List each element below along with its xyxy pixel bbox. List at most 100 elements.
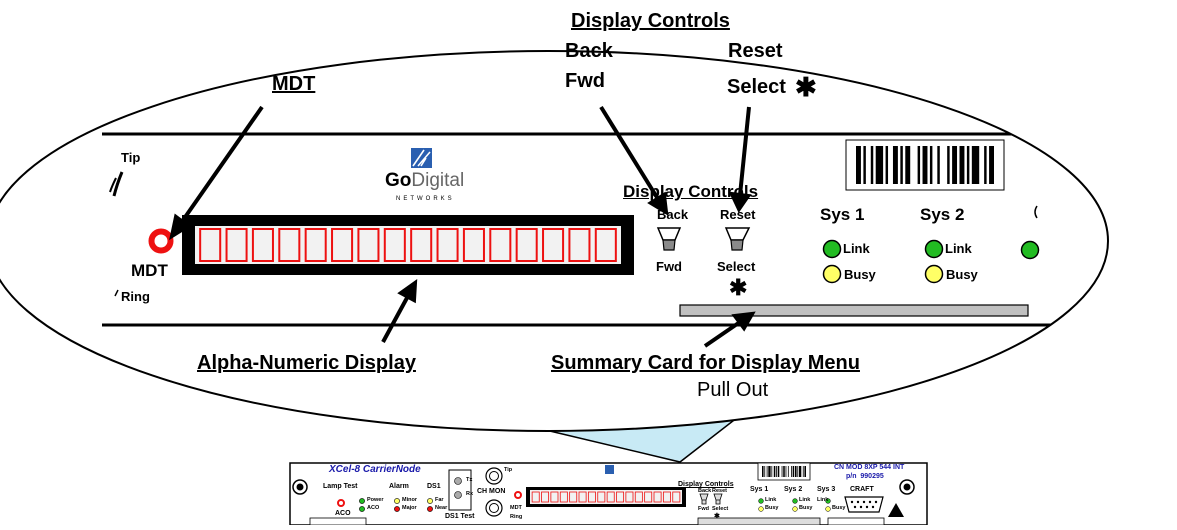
godigital-logo — [411, 148, 432, 168]
select-asterisk-icon: ✱ — [795, 72, 817, 102]
barcode-bar — [922, 146, 928, 184]
small-barcode-bar — [783, 466, 785, 477]
alarm-label: Alarm — [389, 483, 409, 490]
small-barcode-bar — [787, 466, 789, 477]
small-barcode-bar — [773, 466, 776, 477]
device-sys1-label: Sys 1 — [750, 486, 769, 493]
ds1-label: DS1 — [427, 483, 441, 490]
summary-card-arrow — [703, 320, 742, 348]
display-segment — [331, 228, 354, 262]
device-sys1-link-label: Link — [765, 497, 777, 503]
rx-label: Rx — [466, 491, 474, 497]
small-barcode-icon — [762, 466, 806, 477]
small-display-segments — [531, 491, 681, 503]
display-segment — [199, 228, 222, 262]
display-segment — [304, 228, 327, 262]
zoom-sys2-label: Sys 2 — [920, 205, 965, 224]
small-barcode-bar — [804, 466, 806, 477]
small-display-segment — [541, 491, 550, 503]
power-led — [359, 498, 365, 504]
small-barcode-bar — [791, 466, 792, 477]
small-barcode-bar — [762, 466, 764, 477]
device-title: XCel-8 CarrierNode — [329, 464, 421, 475]
device-pn-value: 990295 — [860, 473, 884, 480]
device-select-asterisk-icon: ✱ — [714, 513, 720, 520]
sys2-link-led — [924, 239, 944, 259]
small-barcode-bar — [764, 466, 766, 477]
craft-pin — [859, 505, 863, 509]
barcode-bar — [900, 146, 903, 184]
display-segment — [357, 228, 380, 262]
small-display-segment — [616, 491, 625, 503]
craft-label: CRAFT — [850, 486, 874, 493]
zoom-back-label: Back — [657, 207, 689, 222]
ring-jack-mark — [114, 289, 119, 297]
small-barcode-bar — [766, 466, 768, 477]
device-sys3-busy-label: Busy — [832, 505, 846, 511]
barcode-icon — [856, 146, 994, 184]
small-barcode-bar — [797, 466, 799, 477]
alpha-numeric-display-label: Alpha-Numeric Display — [197, 352, 416, 374]
minor-led — [394, 498, 400, 504]
right-screw-icon — [899, 479, 915, 495]
tx-jack — [454, 477, 462, 485]
barcode-bar — [989, 146, 994, 184]
barcode-bar — [856, 146, 861, 184]
device-sys2-label: Sys 2 — [784, 486, 803, 493]
reset-callout-label: Reset — [728, 40, 783, 62]
barcode-bar — [947, 146, 950, 184]
aco-status-led — [359, 506, 365, 512]
barcode-bar — [966, 146, 970, 184]
device-sys3-link-label: Link — [817, 497, 829, 503]
craft-pin — [874, 500, 878, 504]
back-fwd-button-icon — [656, 227, 682, 251]
sys1-busy-led — [822, 264, 842, 284]
small-display-segment — [634, 491, 643, 503]
display-segment — [542, 228, 565, 262]
small-display-segment — [606, 491, 615, 503]
small-barcode-bar — [777, 466, 780, 477]
major-label: Major — [402, 505, 417, 511]
craft-pin — [853, 505, 857, 509]
aco-led — [337, 499, 345, 507]
near-led — [427, 506, 433, 512]
device-front-panel — [289, 462, 928, 526]
alpha-numeric-arrow — [381, 295, 410, 343]
small-sys3-link-led — [825, 498, 831, 504]
minor-label: Minor — [402, 497, 417, 503]
barcode-bar — [971, 146, 980, 184]
zoom-select-label: Select — [717, 259, 756, 274]
display-segment — [515, 228, 538, 262]
display-segment — [383, 228, 406, 262]
device-mdt-label: MDT — [510, 505, 522, 511]
mdt-small-led — [514, 491, 522, 499]
zoom-ring-label: Ring — [121, 289, 150, 304]
zoom-select-asterisk-icon: ✱ — [729, 275, 748, 300]
back-fwd-arrow — [599, 105, 660, 201]
barcode-bar — [863, 146, 866, 184]
barcode-bar — [952, 146, 958, 184]
device-fwd-label: Fwd — [698, 506, 709, 512]
small-sys1-link-led — [758, 498, 764, 504]
ch-mon-label: CH MON — [477, 488, 506, 495]
craft-connector — [844, 496, 884, 513]
barcode-bar — [875, 146, 884, 184]
tip-jack-icon — [112, 171, 124, 197]
device-model-label: CN MOD 8XP 544 INT — [834, 464, 905, 471]
small-logo-mark-icon — [605, 465, 614, 474]
device-sys2-link-label: Link — [799, 497, 811, 503]
small-barcode-bar — [768, 466, 771, 477]
ring-jack-small-icon — [485, 499, 503, 517]
left-screw-icon — [292, 479, 308, 495]
small-display-segment — [531, 491, 540, 503]
brand-name: GoDigital — [385, 170, 464, 192]
sys1-link-led — [822, 239, 842, 259]
small-sys2-busy-led — [792, 506, 798, 512]
summary-card-slot — [679, 304, 1029, 317]
small-reset-select-button-icon — [713, 493, 723, 505]
tx-label: Tx — [466, 477, 473, 483]
zoom-tip-label: Tip — [121, 150, 141, 165]
display-segments — [199, 228, 617, 262]
